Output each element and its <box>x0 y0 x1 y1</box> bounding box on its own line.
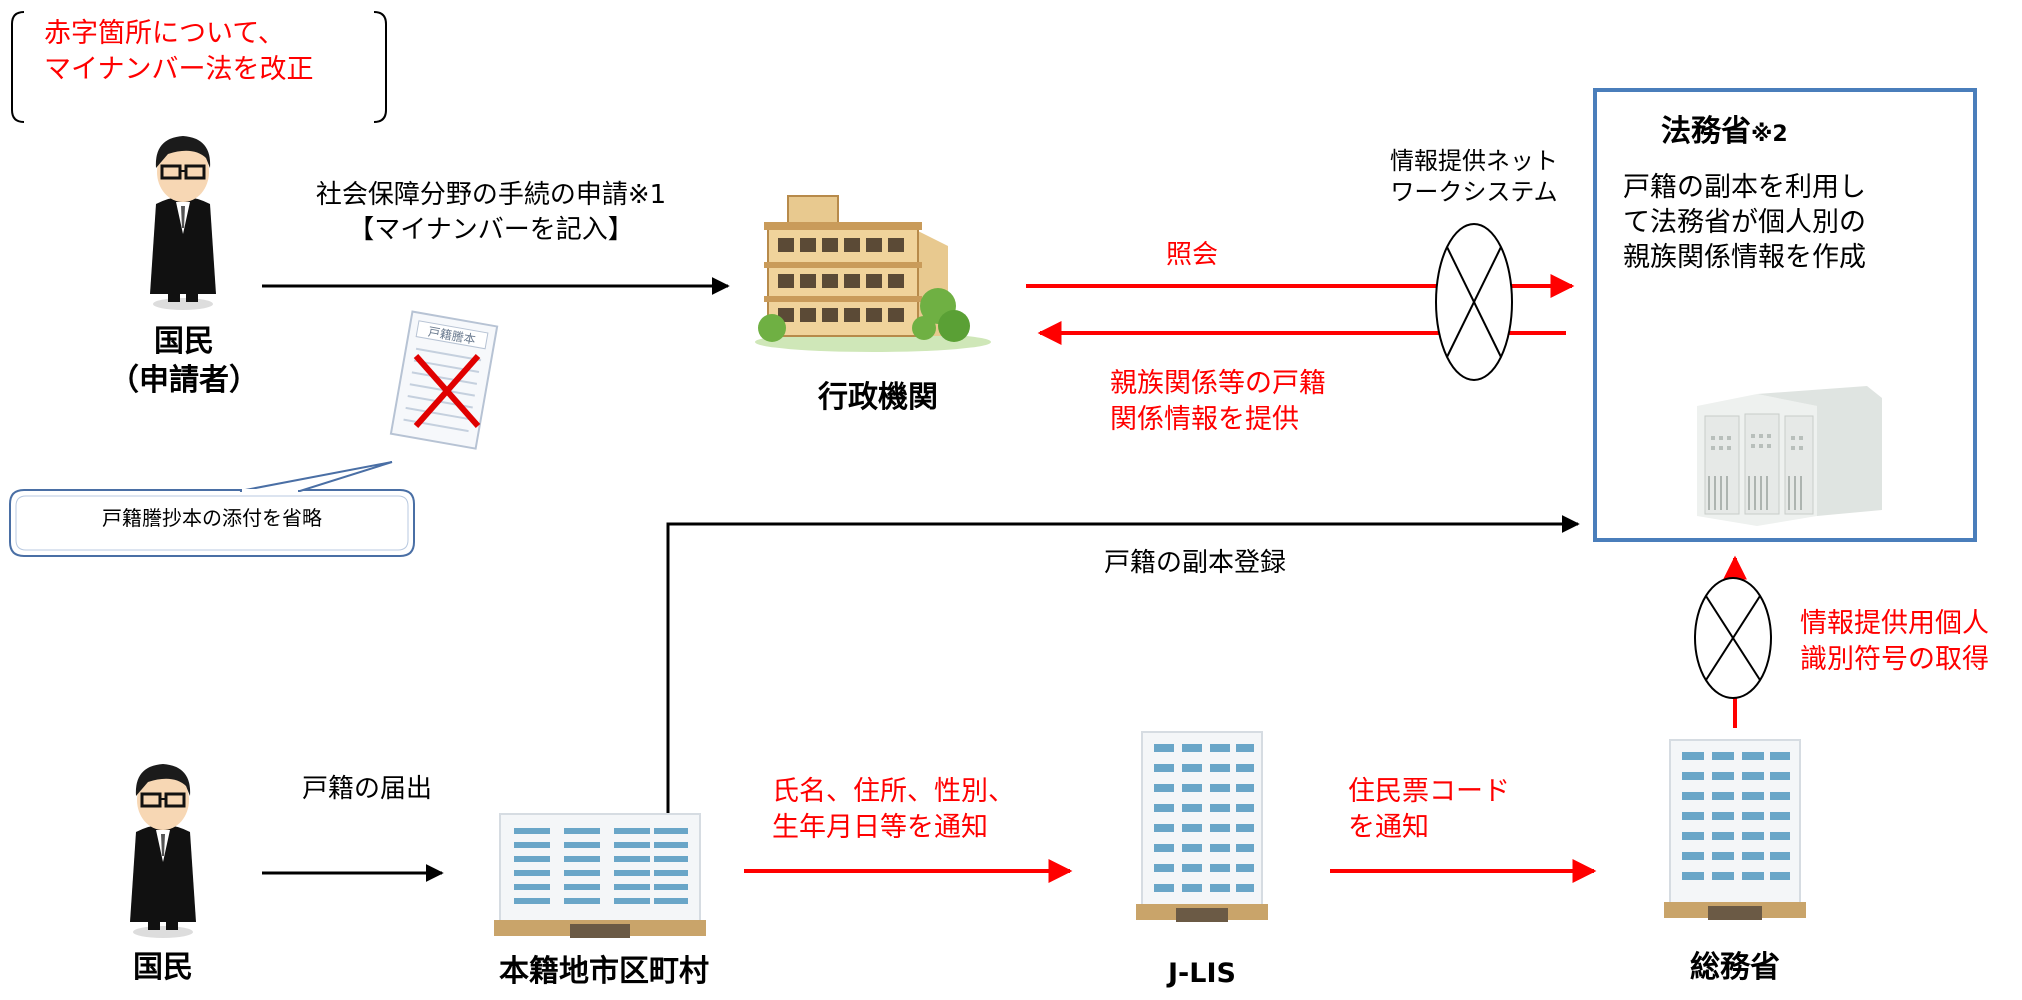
municipality-label: 本籍地市区町村 <box>499 954 709 989</box>
provide-label: 親族関係等の戸籍 関係情報を提供 <box>1110 368 1326 436</box>
server-icon <box>1697 386 1882 526</box>
notify-info-label: 氏名、住所、性別、 生年月日等を通知 <box>772 776 1015 844</box>
moj-title: 法務省※2 <box>1661 114 1788 149</box>
mic-label: 総務省 <box>1690 950 1780 985</box>
municipality-building-icon <box>494 813 706 938</box>
mic-building-icon <box>1664 739 1806 920</box>
person-icon <box>130 764 196 938</box>
note-text: 赤字箇所について、 マイナンバー法を改正 <box>44 18 314 86</box>
register-label: 戸籍の副本登録 <box>1104 548 1287 578</box>
notify-code-label: 住民票コード を通知 <box>1348 776 1510 844</box>
family-register-document-icon: 戸籍謄本 <box>389 310 499 450</box>
jlis-label: J-LIS <box>1168 958 1236 989</box>
speech-bubble: 戸籍謄抄本の添付を省略 <box>102 506 322 530</box>
moj-description: 戸籍の副本を利用し て法務省が個人別の 親族関係情報を作成 <box>1623 172 1866 274</box>
moj-box: 法務省※2 戸籍の副本を利用し て法務省が個人別の 親族関係情報を作成 <box>1593 88 1977 542</box>
network-node-icon <box>1694 577 1772 699</box>
network-node-icon <box>1435 223 1513 381</box>
speech-bubble-tail <box>239 461 393 492</box>
network-label: 情報提供ネット ワークシステム <box>1390 147 1558 207</box>
ident-label: 情報提供用個人 識別符号の取得 <box>1800 608 1989 676</box>
person-icon <box>150 136 216 310</box>
jlis-building-icon <box>1136 731 1268 922</box>
notify-family-label: 戸籍の届出 <box>302 774 433 804</box>
applicant-label: 国民 （申請者） <box>109 324 259 398</box>
citizen-label: 国民 <box>133 950 193 985</box>
admin-agency-label: 行政機関 <box>818 380 938 415</box>
note-bracket-left <box>11 11 25 123</box>
inquiry-label: 照会 <box>1166 240 1219 270</box>
register-arrow <box>666 515 1580 868</box>
speech-bubble-shape <box>9 489 415 557</box>
admin-agency-building-icon <box>755 195 991 352</box>
application-label: 社会保障分野の手続の申請※1 【マイナンバーを記入】 <box>315 180 667 246</box>
note-bracket-right <box>373 11 387 123</box>
